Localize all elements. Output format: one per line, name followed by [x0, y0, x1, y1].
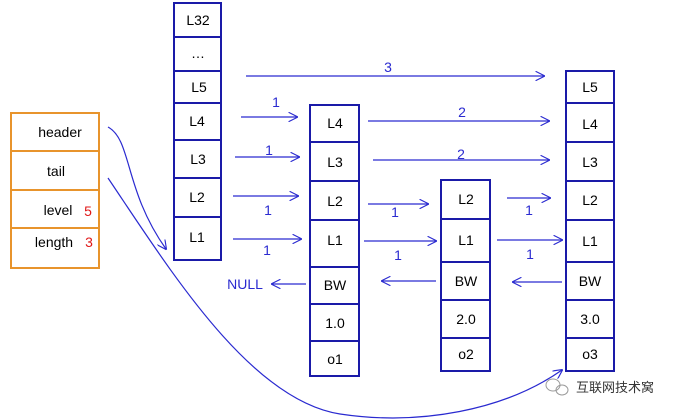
node3-obj: o3 [582, 346, 598, 362]
head-level-l3: L3 [190, 151, 206, 167]
span-l2-3: 1 [525, 202, 533, 218]
header-struct: header tail level 5 length 3 [10, 112, 100, 269]
span-l1-2: 1 [394, 247, 402, 263]
wechat-icon [545, 378, 569, 396]
length-field: length [35, 234, 73, 250]
header-pointer-arrow [107, 126, 166, 249]
span-l3-2: 2 [457, 146, 465, 162]
watermark: 互联网技术窝 [545, 378, 654, 396]
node-o3 [565, 70, 615, 372]
watermark-text: 互联网技术窝 [576, 380, 654, 396]
level-field: level [44, 202, 73, 218]
length-value: 3 [85, 234, 93, 250]
node3-level-l2: L2 [582, 192, 598, 208]
head-level-l1: L1 [189, 229, 205, 245]
level-value: 5 [84, 203, 92, 219]
node3-level-l4: L4 [582, 116, 598, 132]
node3-level-l5: L5 [582, 79, 598, 95]
node1-score: 1.0 [325, 315, 345, 331]
node1-obj: o1 [327, 351, 343, 367]
header-field: header [38, 124, 82, 140]
span-l2-2: 1 [391, 204, 399, 220]
head-level-ellipsis: … [191, 45, 205, 61]
span-l5: 3 [384, 59, 392, 75]
head-level-l5: L5 [191, 79, 207, 95]
span-l1-1: 1 [263, 242, 271, 258]
node2-obj: o2 [458, 346, 474, 362]
node2-backward: BW [455, 273, 478, 289]
node1-level-l2: L2 [327, 193, 343, 209]
node1-level-l4: L4 [327, 115, 343, 131]
head-level-l4: L4 [189, 113, 205, 129]
node2-level-l1: L1 [458, 232, 474, 248]
node-o1 [309, 104, 360, 377]
node3-level-l3: L3 [582, 154, 598, 170]
head-level-l2: L2 [189, 189, 205, 205]
head-level-l32: L32 [186, 12, 210, 28]
span-l2-1: 1 [264, 202, 272, 218]
span-l4-1: 1 [272, 94, 280, 110]
node2-level-l2: L2 [458, 191, 474, 207]
null-label: NULL [227, 276, 263, 292]
node1-level-l1: L1 [327, 232, 343, 248]
node3-level-l1: L1 [582, 233, 598, 249]
tail-field: tail [47, 163, 65, 179]
span-l4-2: 2 [458, 104, 466, 120]
node2-score: 2.0 [456, 311, 476, 327]
head-level-column [173, 2, 222, 261]
node1-backward: BW [324, 277, 347, 293]
node1-level-l3: L3 [327, 154, 343, 170]
node3-score: 3.0 [580, 311, 600, 327]
node-o2 [440, 179, 491, 372]
node3-backward: BW [579, 273, 602, 289]
span-l1-3: 1 [526, 246, 534, 262]
span-l3-1: 1 [265, 142, 273, 158]
tail-pointer-arrow [107, 177, 562, 419]
